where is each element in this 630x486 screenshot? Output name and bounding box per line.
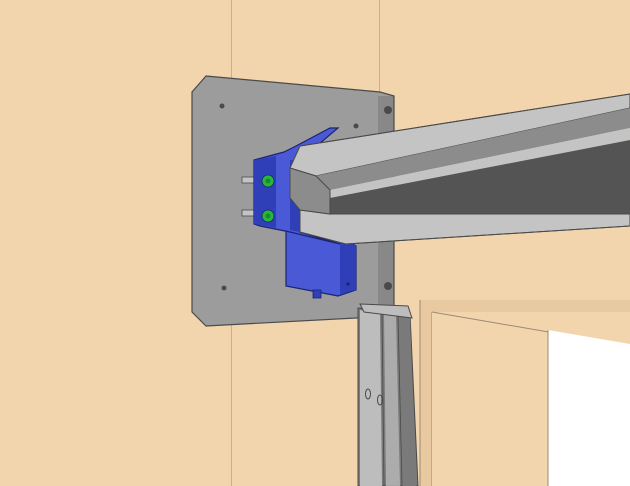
beam-end-cap	[289, 167, 331, 215]
beam-channel	[330, 140, 630, 214]
beam-upper-web	[316, 108, 630, 190]
door-opening	[548, 330, 630, 486]
rail-hole-upper	[365, 388, 371, 400]
green-screw-lower	[261, 209, 275, 223]
rail-hole-lower	[377, 394, 383, 406]
steel-beam	[289, 93, 630, 245]
beam-ridge	[330, 128, 630, 198]
plate-hole-top-left	[219, 103, 225, 109]
rail-top-flare	[359, 303, 413, 319]
plate-hole-top-mid	[353, 123, 359, 129]
plate-bolt-top-right	[384, 106, 392, 114]
vertical-guide-rail	[357, 303, 419, 486]
plate-bolt-bottom-right	[384, 282, 392, 290]
plate-hole-bottom-left	[221, 285, 227, 291]
green-screw-upper	[261, 174, 275, 188]
